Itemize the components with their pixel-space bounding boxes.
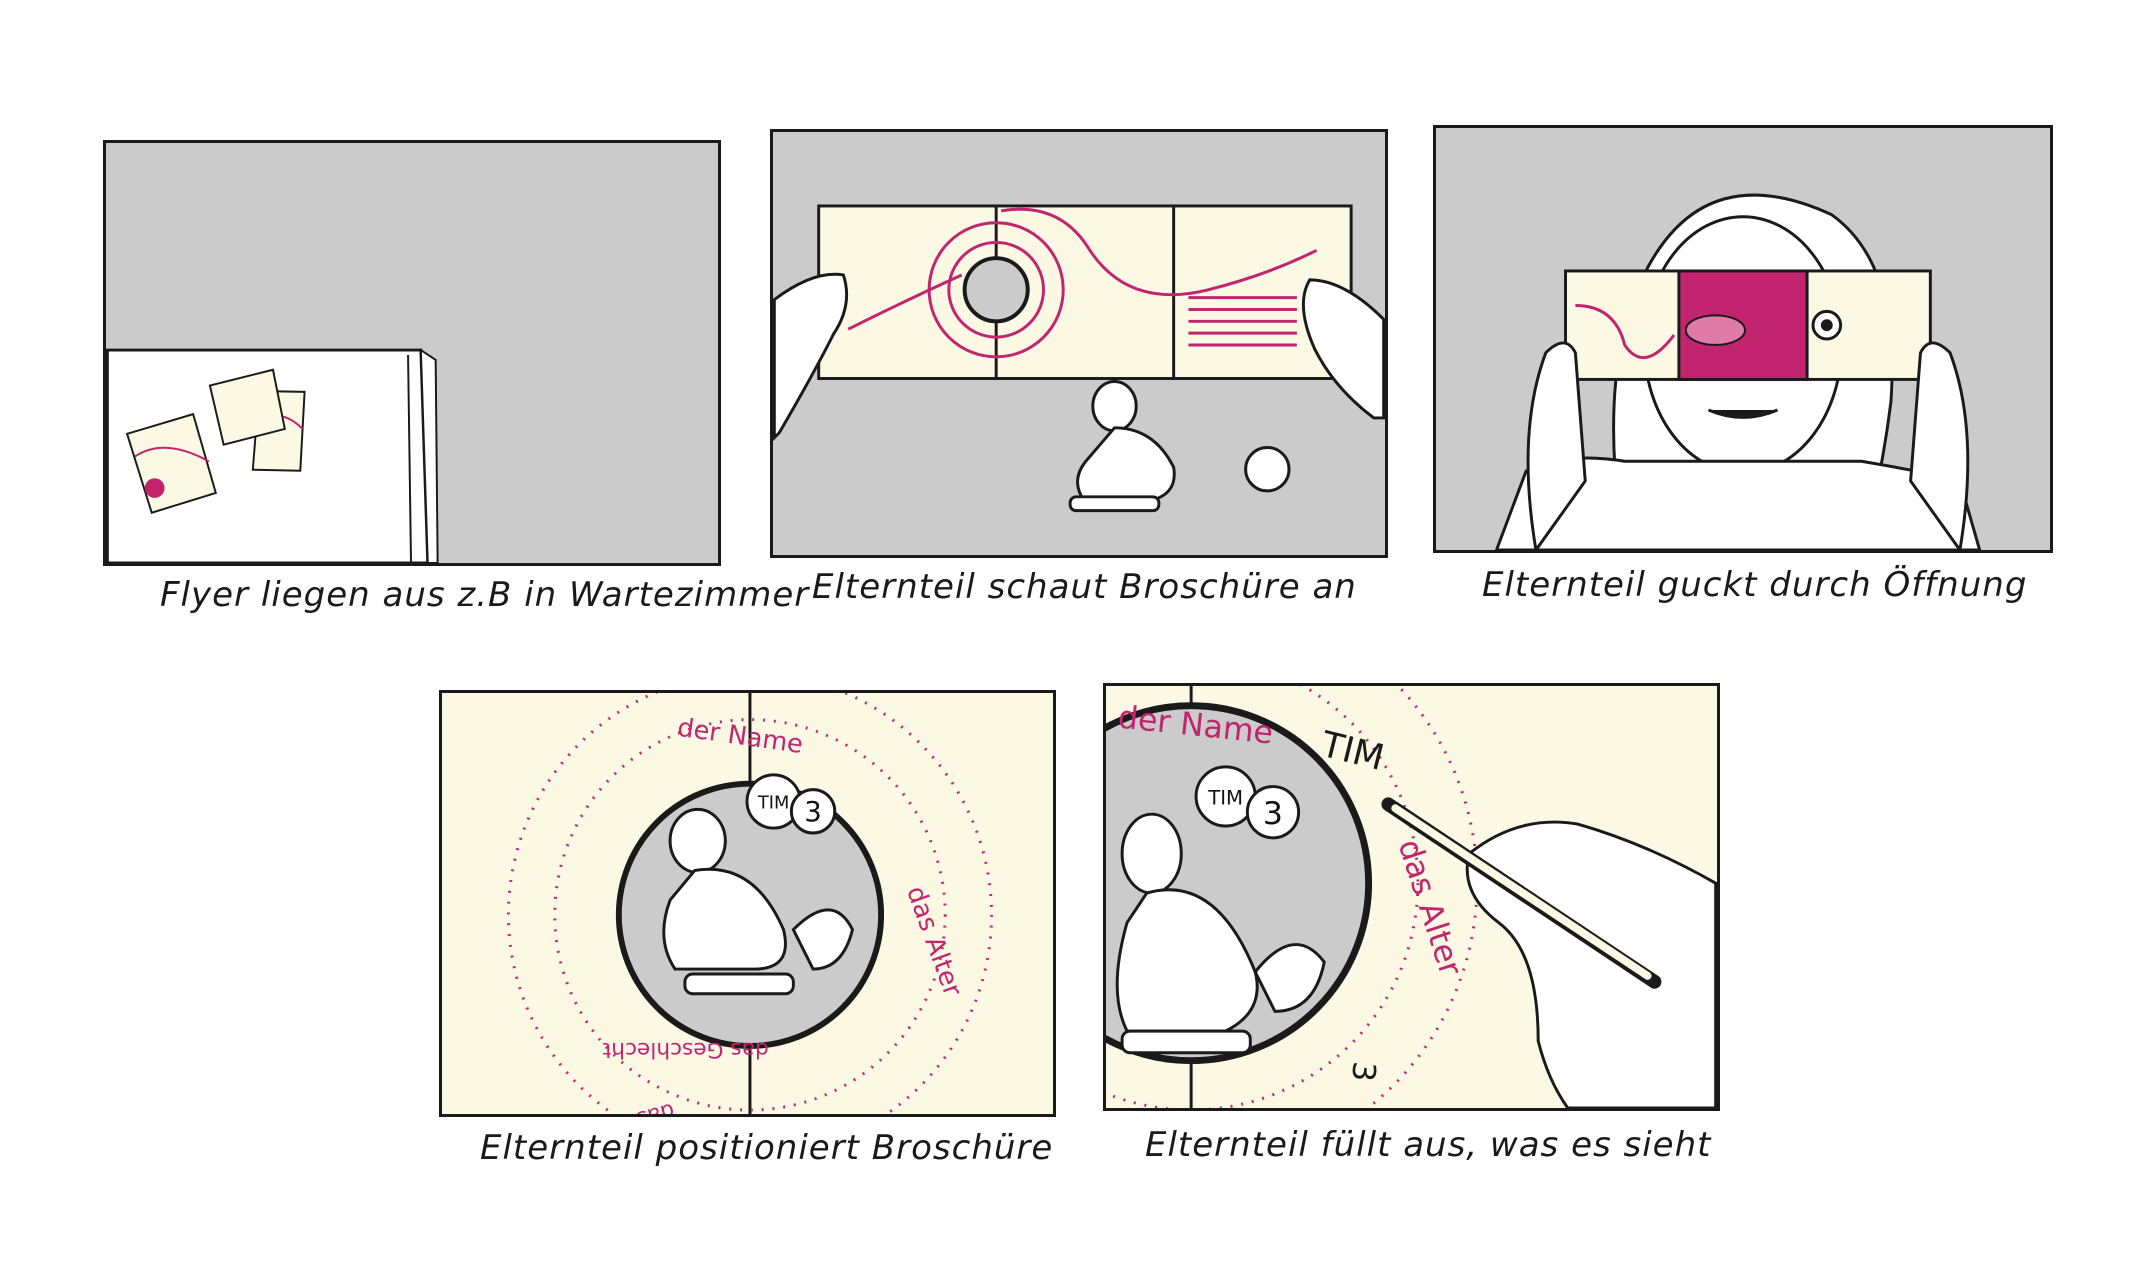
balloon-age-label: 3 <box>1263 796 1283 832</box>
writing-hand <box>1381 797 1717 1108</box>
label-gender: das Geschlecht <box>603 1037 769 1062</box>
label-age: das Alter <box>900 882 967 1000</box>
brochure <box>817 204 1353 380</box>
storyboard-panel-4: TIM 3 der Name das Alter das Geschlecht … <box>439 690 1056 1117</box>
panel-5-caption: Elternteil füllt aus, was es sieht <box>1145 1125 1712 1165</box>
child-in-opening <box>662 807 855 996</box>
balloon-name-label: TIM <box>757 793 789 813</box>
balloons <box>1194 765 1301 840</box>
written-age: 3 <box>1344 1060 1382 1083</box>
panel-1-caption: Flyer liegen aus z.B in Wartezimmer <box>160 575 810 615</box>
balloon-age-label: 3 <box>804 795 822 828</box>
storyboard-panel-1 <box>103 140 721 566</box>
panel-3-caption: Elternteil guckt durch Öffnung <box>1482 565 2028 605</box>
brochure-at-eyes <box>1564 269 1932 381</box>
panel-2-caption: Elternteil schaut Broschüre an <box>812 567 1357 607</box>
panel-4-caption: Elternteil positioniert Broschüre <box>480 1128 1054 1168</box>
brochure-opening <box>962 256 1030 324</box>
flyer-stack <box>125 368 306 514</box>
hands <box>1526 341 1970 550</box>
child-in-opening <box>1115 812 1326 1055</box>
storyboard-panel-2 <box>770 129 1388 558</box>
child-playing <box>1068 379 1291 513</box>
label-name: der Name <box>676 713 805 760</box>
hands <box>773 272 1385 442</box>
storyboard-panel-5: TIM 3 der Name TIM das Alter 3 <box>1103 683 1720 1111</box>
peek-through-opening-illustration <box>1494 193 1982 550</box>
storyboard-panel-3 <box>1433 125 2053 553</box>
label-toy: das Lieblingsspielzeug <box>442 1097 677 1114</box>
brochure-pattern <box>847 207 1318 359</box>
waiting-room-table-illustration <box>106 348 439 563</box>
brochure-filling-illustration: TIM 3 der Name TIM das Alter 3 <box>1106 686 1717 1108</box>
brochure-positioned-illustration: TIM 3 der Name das Alter das Geschlecht … <box>442 693 993 1114</box>
eye-shape <box>1684 314 1746 346</box>
brochure-viewing-illustration <box>773 204 1385 513</box>
balloon-name-label: TIM <box>1207 786 1243 809</box>
balloons <box>745 773 837 835</box>
